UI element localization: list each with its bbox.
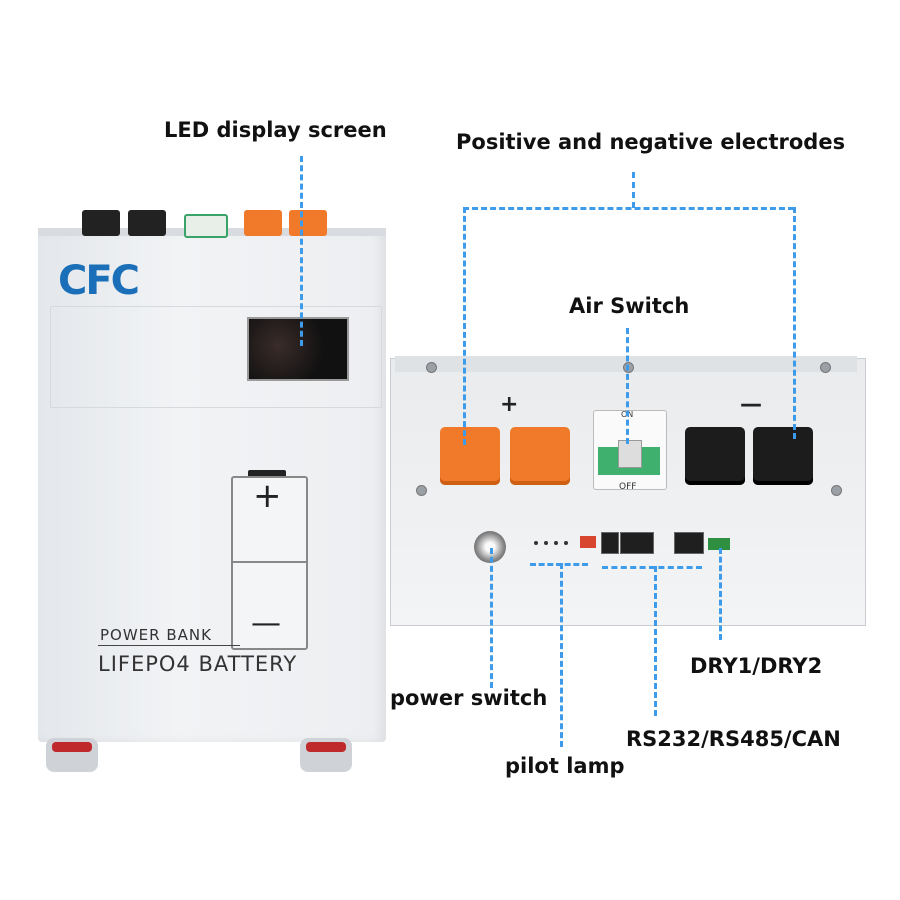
comm-port [620,532,654,554]
negative-terminal-1[interactable] [685,427,745,485]
battery-minus-sign: — [251,606,281,641]
callout-electrodes-right [793,207,796,439]
top-connector-comm [184,214,228,238]
callout-led-display [300,156,303,346]
top-connector-positive-1 [244,210,282,236]
label-electrodes: Positive and negative electrodes [456,130,846,154]
air-switch-lever[interactable] [618,440,642,468]
air-switch-off-label: OFF [619,482,637,492]
label-pilot-lamp: pilot lamp [505,754,625,778]
power-bank-underline [98,645,240,646]
display-frame [50,306,382,408]
callout-air-switch [626,328,629,444]
dry-contact-terminal [708,538,730,550]
callout-power-switch [490,548,493,688]
label-power-switch: power switch [390,686,548,710]
battery-plus-sign: + [253,476,282,516]
battery-symbol-cap [248,470,286,478]
panel-minus-sign: — [740,392,762,417]
callout-electrodes-stem [632,172,635,208]
battery-symbol-divider [231,561,306,563]
wheel-left-ring [52,742,92,752]
pilot-lamp-led [564,541,568,545]
callout-comm [654,566,657,716]
pilot-lamp-led [534,541,538,545]
screw [416,485,427,496]
screw [426,362,437,373]
top-connector-negative-2 [128,210,166,236]
callout-pilot-lamp [560,563,563,747]
callout-dry [719,548,722,640]
wheel-right-ring [306,742,346,752]
screw [831,485,842,496]
pilot-lamp-led [554,541,558,545]
positive-terminal-2[interactable] [510,427,570,485]
panel-plus-sign: + [500,392,519,417]
dip-switch[interactable] [580,536,596,548]
callout-electrodes-bar [463,207,794,210]
comm-port [601,532,619,554]
top-connector-positive-2 [289,210,327,236]
label-comm: RS232/RS485/CAN [626,727,841,751]
power-bank-text: POWER BANK [100,626,212,644]
battery-model-text: LIFEPO4 BATTERY [98,652,298,676]
screw [820,362,831,373]
callout-comm-bar [602,566,702,569]
label-air-switch: Air Switch [569,294,690,318]
negative-terminal-2[interactable] [753,427,813,485]
top-connector-negative-1 [82,210,120,236]
label-led-display: LED display screen [164,118,387,142]
pilot-lamp-led [544,541,548,545]
brand-logo: CFC [58,258,140,304]
callout-pilot-lamp-bar [530,563,588,566]
callout-electrodes-left [463,207,466,445]
positive-terminal-1[interactable] [440,427,500,485]
battery-symbol-icon [231,476,308,650]
led-display-screen [247,317,349,381]
label-dry: DRY1/DRY2 [690,654,823,678]
comm-port [674,532,704,554]
